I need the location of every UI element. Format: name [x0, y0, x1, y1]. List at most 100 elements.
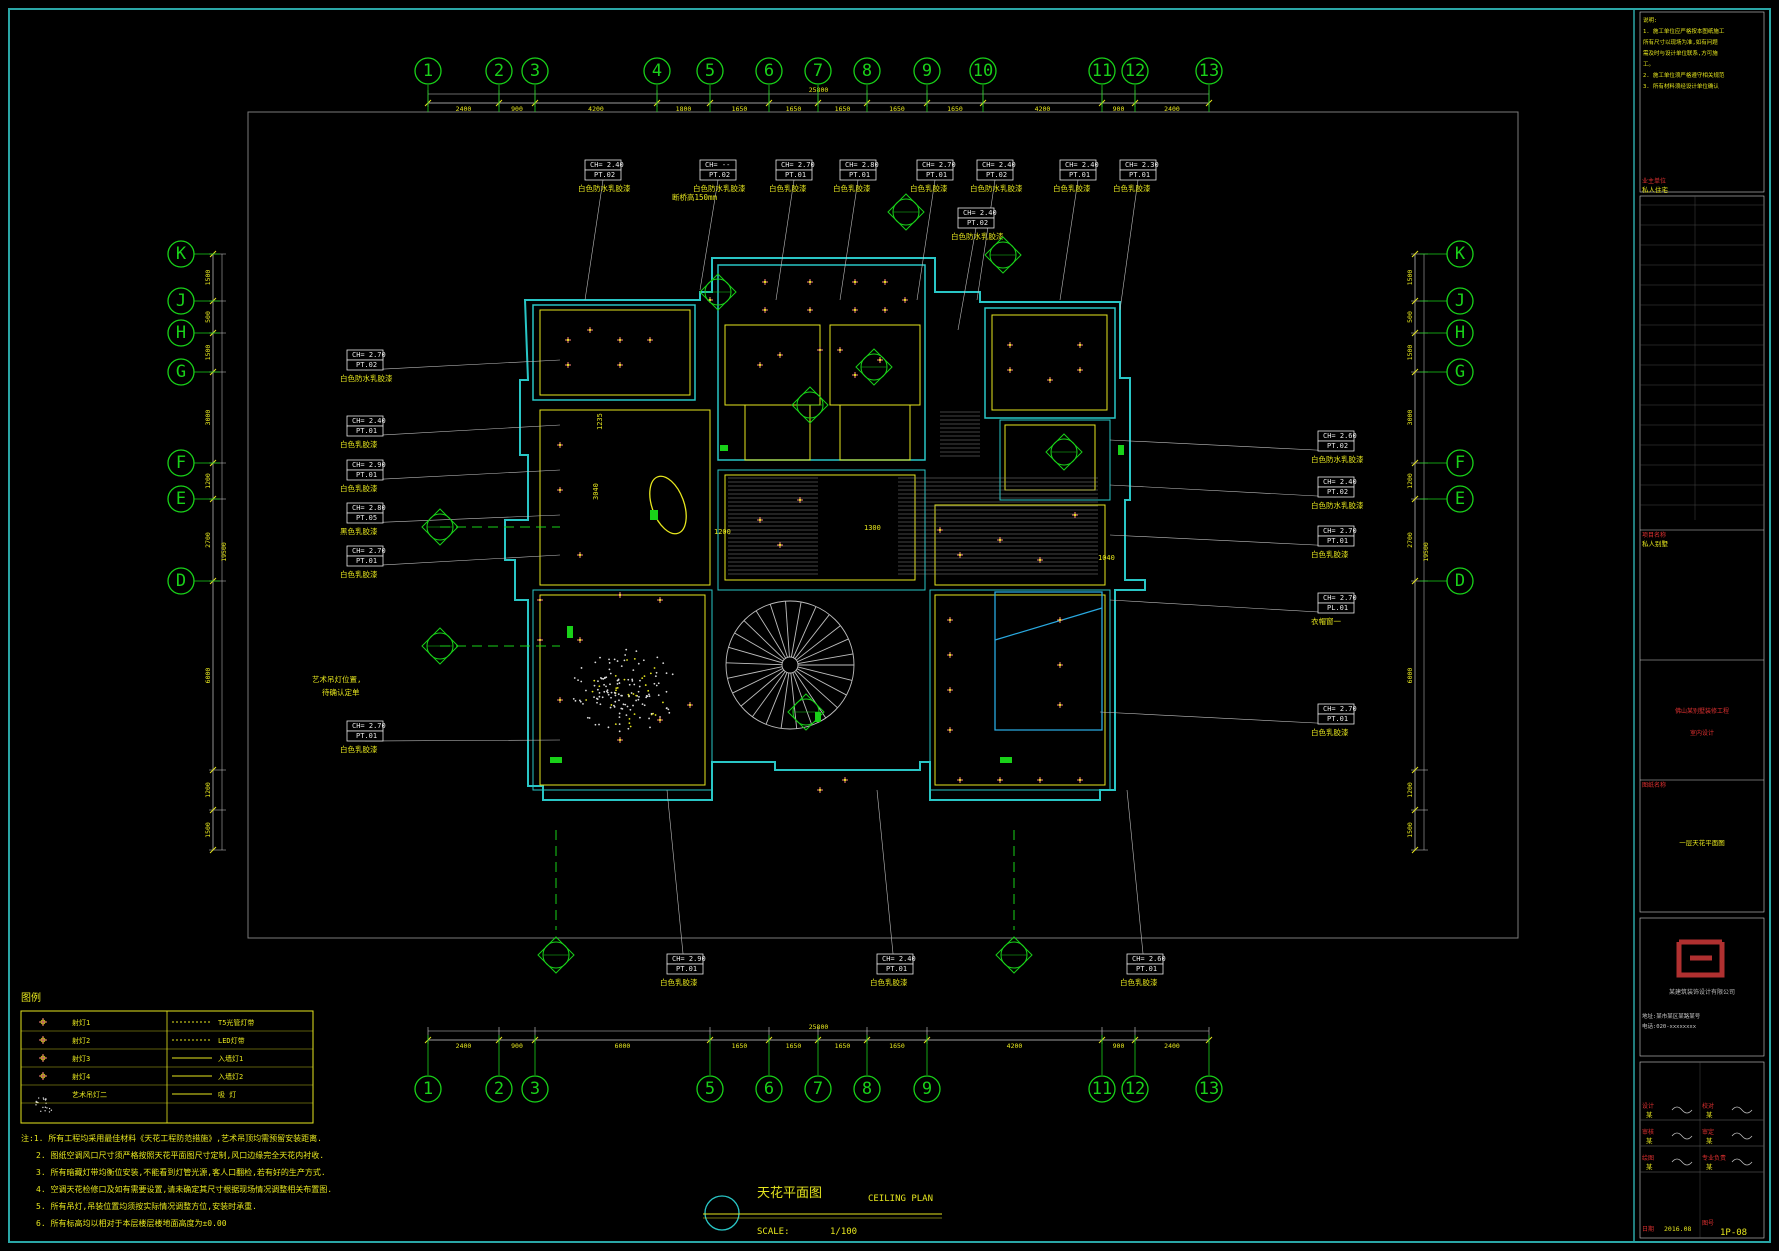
section-marker — [787, 693, 825, 731]
bottom-dim: 2400 — [456, 1042, 472, 1050]
grid-column-5-bottom-label: 5 — [705, 1079, 715, 1099]
titleblock-note: 所有尺寸以现场为准,如有问题 — [1643, 38, 1718, 46]
drawing-label: 图纸名称 — [1642, 781, 1666, 789]
signature-scribble — [1731, 1158, 1753, 1166]
grid-row-K-right: K — [1446, 240, 1474, 268]
tag-height: CH= 2.40 — [963, 209, 997, 217]
downlight — [902, 297, 908, 303]
tag-height: CH= 2.40 — [590, 161, 624, 169]
downlight — [577, 552, 583, 558]
downlight — [762, 307, 768, 313]
tag-material-code: PT.01 — [1327, 715, 1348, 723]
art-light-note: 艺术吊灯位置, — [312, 674, 362, 684]
grid-row-D-left: D — [167, 567, 195, 595]
role-label: 设计 — [1642, 1102, 1654, 1110]
tag-material-note: 白色防水乳胶漆 — [1311, 500, 1364, 510]
grid-row-J-right: J — [1446, 287, 1474, 315]
tag-material-code: PT.01 — [1327, 537, 1348, 545]
company-phone: 电话:020-xxxxxxxx — [1642, 1022, 1697, 1030]
tag-height: CH= 2.90 — [672, 955, 706, 963]
section-marker — [995, 936, 1033, 974]
light-fixtures — [537, 279, 1083, 793]
downlight — [617, 737, 623, 743]
grid-column-3-bottom: 3 — [521, 1075, 549, 1103]
tag-height: CH= -- — [705, 161, 730, 169]
downlight — [1037, 777, 1043, 783]
tag-material-note: 白色乳胶漆 — [1120, 977, 1158, 987]
role-label: 校对 — [1702, 1102, 1714, 1110]
titleblock-note: 工。 — [1643, 61, 1654, 68]
downlight — [557, 697, 563, 703]
downlight — [947, 687, 953, 693]
legend: 图例 射灯1射灯2射灯3射灯4艺术吊灯二T5光管灯带LED灯带入墙灯1入墙灯2吸… — [20, 991, 314, 1124]
grid-row-H-right-label: H — [1455, 323, 1465, 343]
left-dim: 1200 — [204, 782, 212, 798]
company-logo-icon — [1676, 939, 1725, 978]
tag-height: CH= 2.70 — [352, 547, 386, 555]
downlight — [617, 362, 623, 368]
tag-material-note: 白色乳胶漆 — [769, 183, 807, 193]
tag-height: CH= 2.40 — [982, 161, 1016, 169]
grid-row-J-left-label: J — [176, 291, 186, 311]
tag-material-code: PT.01 — [356, 732, 377, 740]
tag-material-code: PL.01 — [1327, 604, 1348, 612]
section-marker — [984, 236, 1022, 274]
dim-3040: 3040 — [592, 483, 600, 500]
dim-1040: 1040 — [1098, 554, 1115, 562]
grid-column-7-bottom-label: 7 — [813, 1079, 823, 1099]
titleblock-note: 1. 施工单位应严格按本图纸施工 — [1643, 27, 1725, 35]
grid-column-1-bottom-label: 1 — [423, 1079, 433, 1099]
grid-column-4-top: 4 — [643, 57, 671, 85]
tag-height: CH= 2.40 — [352, 417, 386, 425]
tag-height: CH= 2.30 — [1125, 161, 1159, 169]
bottom-dim: 1650 — [889, 1042, 905, 1050]
tag-material-code: PT.01 — [849, 171, 870, 179]
downlight — [1047, 377, 1053, 383]
scale-label: SCALE: — [757, 1227, 790, 1237]
grid-column-9-top-label: 9 — [922, 61, 932, 81]
dim-1235: 1235 — [596, 413, 604, 430]
spiral-staircase — [725, 600, 855, 730]
drawing-value: 一层天花平面图 — [1679, 838, 1725, 847]
downlight — [797, 497, 803, 503]
tag-material-code: PT.01 — [1069, 171, 1090, 179]
downlight — [882, 279, 888, 285]
downlight — [777, 542, 783, 548]
downlight — [817, 347, 823, 353]
top-dim: 1650 — [835, 105, 851, 113]
tag-material-note: 白色乳胶漆 — [1311, 549, 1349, 559]
downlight — [1037, 557, 1043, 563]
section-markers — [421, 193, 1083, 974]
drawing-title-en: CEILING PLAN — [868, 1194, 933, 1204]
tag-height: CH= 2.40 — [1323, 478, 1357, 486]
tag-material-code: PT.01 — [676, 965, 697, 973]
grid-column-9-bottom: 9 — [913, 1075, 941, 1103]
tag-material-code: PT.01 — [1136, 965, 1157, 973]
grid-row-H-left-label: H — [176, 323, 186, 343]
left-dim: 6000 — [204, 668, 212, 684]
grid-column-12-bottom-label: 12 — [1125, 1079, 1145, 1099]
top-dim: 1650 — [732, 105, 748, 113]
building-walls — [504, 257, 1146, 801]
downlight — [1057, 662, 1063, 668]
stair-hatching — [728, 411, 1098, 575]
grid-column-7-top-label: 7 — [813, 61, 823, 81]
right-dim: 1500 — [1406, 270, 1414, 286]
downlight — [537, 597, 543, 603]
grid-row-K-left: K — [167, 240, 195, 268]
drawing-title-cn: 天花平面图 — [757, 1185, 822, 1201]
grid-column-10-top: 10 — [969, 57, 997, 85]
green-markers — [550, 445, 1124, 763]
downlight — [757, 517, 763, 523]
top-total: 25800 — [809, 86, 829, 94]
tag-material-note: 白色乳胶漆 — [910, 183, 948, 193]
top-dim: 4200 — [1035, 105, 1051, 113]
grid-column-8-bottom: 8 — [853, 1075, 881, 1103]
